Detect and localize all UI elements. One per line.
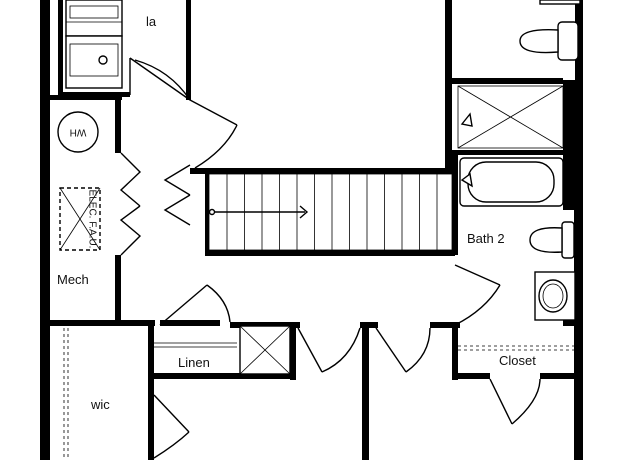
label-mech: Mech xyxy=(57,272,89,287)
furnace-unit xyxy=(59,187,101,251)
label-closet: Closet xyxy=(499,353,536,368)
laundry-appliances xyxy=(65,0,123,89)
water-heater xyxy=(57,111,99,153)
bathtub xyxy=(459,157,564,207)
shaft xyxy=(239,325,291,375)
mech-bifold-doors xyxy=(119,152,191,256)
bath2-door xyxy=(454,264,501,326)
bath2-sink xyxy=(534,271,576,321)
doors-lower xyxy=(153,284,541,459)
shower xyxy=(457,85,564,149)
linen-shelf xyxy=(154,342,237,348)
staircase xyxy=(208,173,453,251)
label-wh: WH xyxy=(70,126,87,137)
label-linen: Linen xyxy=(178,355,210,370)
label-laundry: la xyxy=(146,14,157,29)
label-bath2: Bath 2 xyxy=(467,231,505,246)
interior-walls xyxy=(40,0,580,460)
label-furnace: ELEC. F.A.U. xyxy=(86,190,97,249)
label-wic: wic xyxy=(90,397,110,412)
wic-shelves xyxy=(63,328,69,460)
toilet-upper xyxy=(519,0,581,61)
laundry-door xyxy=(129,57,238,169)
closet-shelves xyxy=(458,345,574,351)
toilet-bath2 xyxy=(529,221,575,259)
